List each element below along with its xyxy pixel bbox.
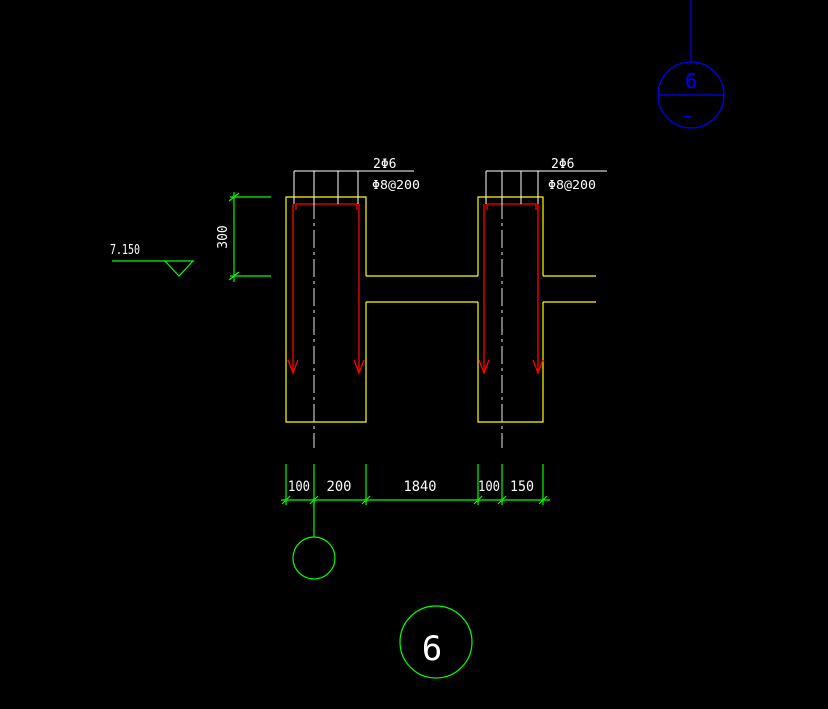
hdim-value-4: 100 [478, 479, 500, 495]
hdim-value-1: 100 [288, 479, 310, 495]
axis-bubble[interactable] [292, 536, 336, 580]
detail-label-circle [399, 605, 473, 679]
right-rebar-annotation[interactable] [485, 170, 607, 204]
detail-label[interactable]: 6 [399, 605, 473, 679]
horizontal-dimension-chain[interactable] [281, 464, 550, 537]
hdim-tick-3 [361, 495, 371, 505]
hdim-value-3: 1840 [404, 479, 437, 495]
section-mark-number: 6 [685, 69, 697, 93]
section-mark[interactable]: 6 — [657, 0, 725, 129]
vdim-value: 300 [216, 225, 231, 248]
left-stirrup-label: Φ8@200 [372, 178, 420, 192]
hdim-tick-1 [281, 495, 291, 505]
elevation-value: 7.150 [110, 243, 140, 258]
detail-label-number: 6 [422, 629, 442, 669]
left-rib-stirrup [295, 203, 358, 210]
rebar-group[interactable] [287, 203, 544, 375]
left-rib-bar-left [287, 204, 299, 375]
right-stirrup-label: Φ8@200 [548, 178, 596, 192]
vertical-dimension[interactable]: 300 [216, 192, 271, 282]
hdim-tick-4 [473, 495, 483, 505]
section-mark-sub: — [684, 109, 692, 124]
right-rib-stirrup [486, 203, 537, 210]
left-rebar-annotation[interactable] [293, 170, 414, 204]
left-main-rebar-label: 2Φ6 [373, 157, 396, 172]
hdim-value-5: 150 [510, 479, 534, 495]
right-rib-bar-left [478, 204, 490, 375]
hdim-tick-6 [538, 495, 548, 505]
vdim-tick-top [228, 192, 240, 202]
hdim-tick-5 [497, 495, 507, 505]
hdim-value-2: 200 [327, 479, 352, 495]
centerlines [313, 172, 503, 448]
elevation-marker[interactable]: 7.150 [110, 243, 194, 277]
elevation-triangle [164, 260, 194, 277]
vdim-tick-bottom [228, 271, 240, 281]
right-rib-bar-right [532, 204, 544, 375]
left-rib-outline [285, 196, 367, 423]
section-outline[interactable] [285, 196, 596, 423]
left-rib-bar-right [353, 204, 365, 375]
right-main-rebar-label: 2Φ6 [551, 157, 574, 172]
right-rib-outline [477, 196, 544, 423]
